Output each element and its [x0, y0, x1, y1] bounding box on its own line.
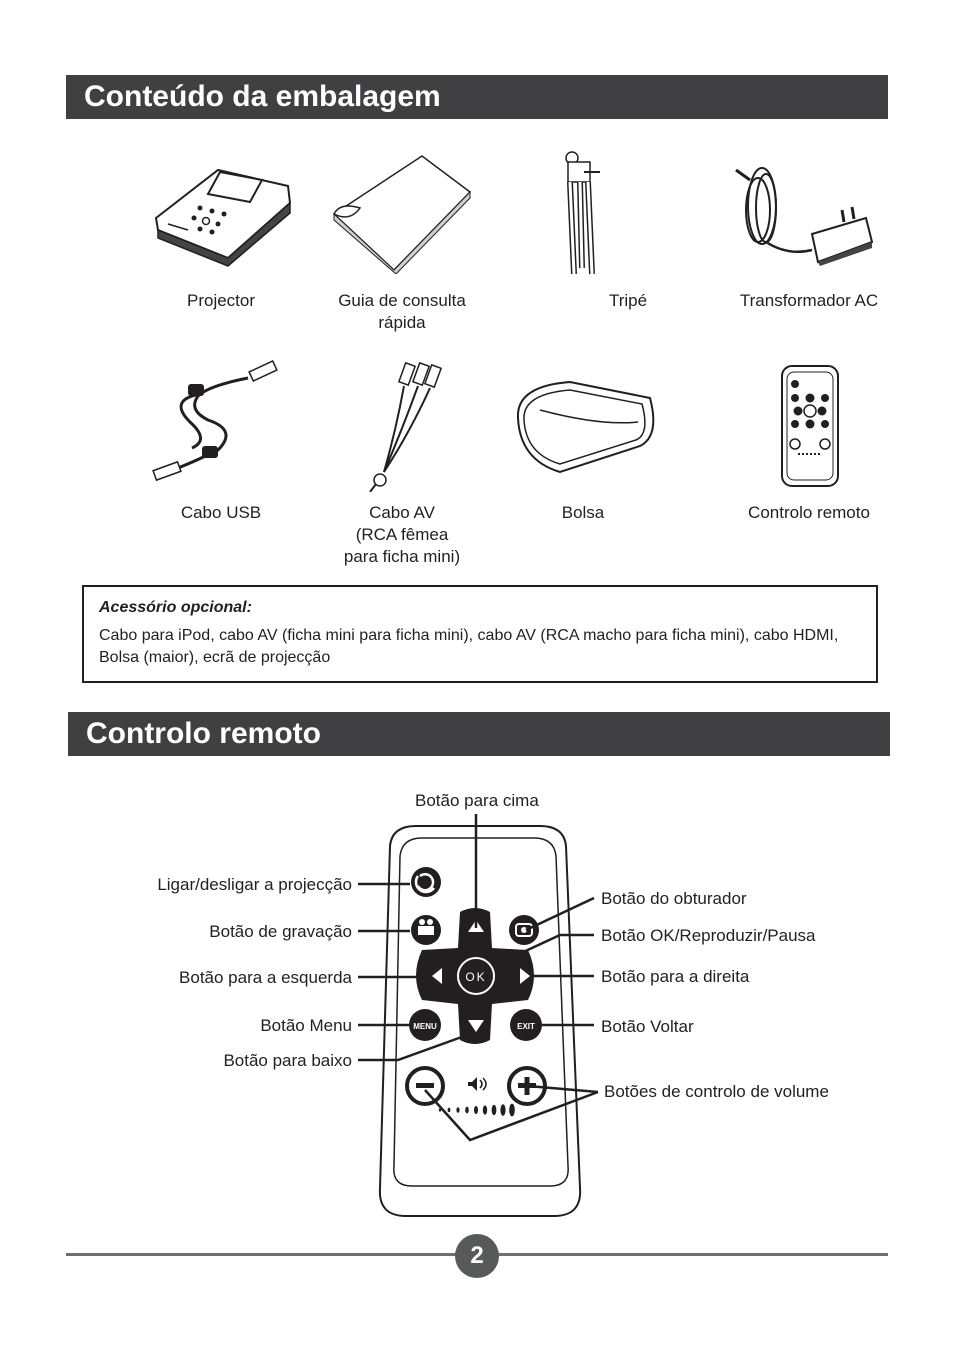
shutter-button[interactable] [509, 915, 539, 945]
projector-icon [154, 168, 292, 267]
section-header-remote: Controlo remoto [68, 712, 890, 756]
volume-down-button[interactable] [405, 1066, 445, 1106]
av-cable-icon [369, 361, 442, 492]
manual-icon [332, 155, 472, 274]
footer-divider-left [66, 1253, 458, 1256]
record-button[interactable] [411, 915, 441, 945]
ok-button[interactable]: OK [457, 957, 495, 995]
left-button[interactable] [432, 968, 442, 984]
item-label-tripod: Tripé [608, 291, 648, 310]
item-label-projector: Projector [186, 291, 256, 310]
down-button[interactable] [468, 1020, 484, 1032]
label-power-button: Ligar/desligar a projecção [157, 875, 352, 894]
volume-level-indicator [438, 1103, 515, 1117]
label-menu-button: Botão Menu [260, 1016, 352, 1035]
menu-button[interactable]: MENU [409, 1009, 441, 1041]
footer-divider-right [496, 1253, 888, 1256]
label-shutter-button: Botão do obturador [601, 889, 747, 908]
callout-lines [358, 814, 599, 1142]
pouch-icon [516, 380, 655, 474]
label-volume-buttons: Botões de controlo de volume [604, 1082, 829, 1101]
label-down-button: Botão para baixo [223, 1051, 352, 1070]
label-ok-button: Botão OK/Reproduzir/Pausa [601, 926, 816, 945]
label-left-button: Botão para a esquerda [179, 968, 352, 987]
label-right-button: Botão para a direita [601, 967, 750, 986]
label-up-button: Botão para cima [415, 791, 539, 810]
label-back-button: Botão Voltar [601, 1017, 694, 1036]
item-label-remote: Controlo remoto [748, 503, 870, 522]
item-label-ac-adapter: Transformador AC [739, 291, 879, 310]
ac-adapter-icon [735, 167, 874, 266]
ok-button-label: OK [465, 970, 486, 984]
item-label-usb-cable: Cabo USB [180, 503, 262, 522]
optional-accessory-title: Acessório opcional: [99, 599, 252, 616]
item-label-quick-guide: Guia de consulta rápida [338, 291, 466, 332]
page-number: 2 [455, 1234, 499, 1278]
optional-accessory-text: Cabo para iPod, cabo AV (ficha mini para… [99, 627, 839, 666]
item-label-pouch: Bolsa [561, 503, 605, 522]
menu-button-label: MENU [413, 1022, 437, 1031]
speaker-icon [468, 1077, 487, 1091]
section-header-contents: Conteúdo da embalagem [66, 75, 888, 119]
exit-button[interactable]: EXIT [510, 1009, 542, 1041]
right-button[interactable] [520, 968, 530, 984]
usb-cable-icon [152, 360, 278, 482]
power-button[interactable] [411, 867, 441, 897]
volume-up-button[interactable] [507, 1066, 547, 1106]
exit-button-label: EXIT [517, 1022, 535, 1031]
tripod-icon [565, 151, 600, 275]
label-record-button: Botão de gravação [209, 922, 352, 941]
remote-diagram: OK MENU EXIT [358, 814, 599, 1217]
remote-icon [781, 365, 839, 487]
item-label-av-cable: Cabo AV (RCA fêmea para ficha mini) [343, 503, 461, 566]
optional-accessory-box: Acessório opcional: Cabo para iPod, cabo… [82, 585, 878, 683]
